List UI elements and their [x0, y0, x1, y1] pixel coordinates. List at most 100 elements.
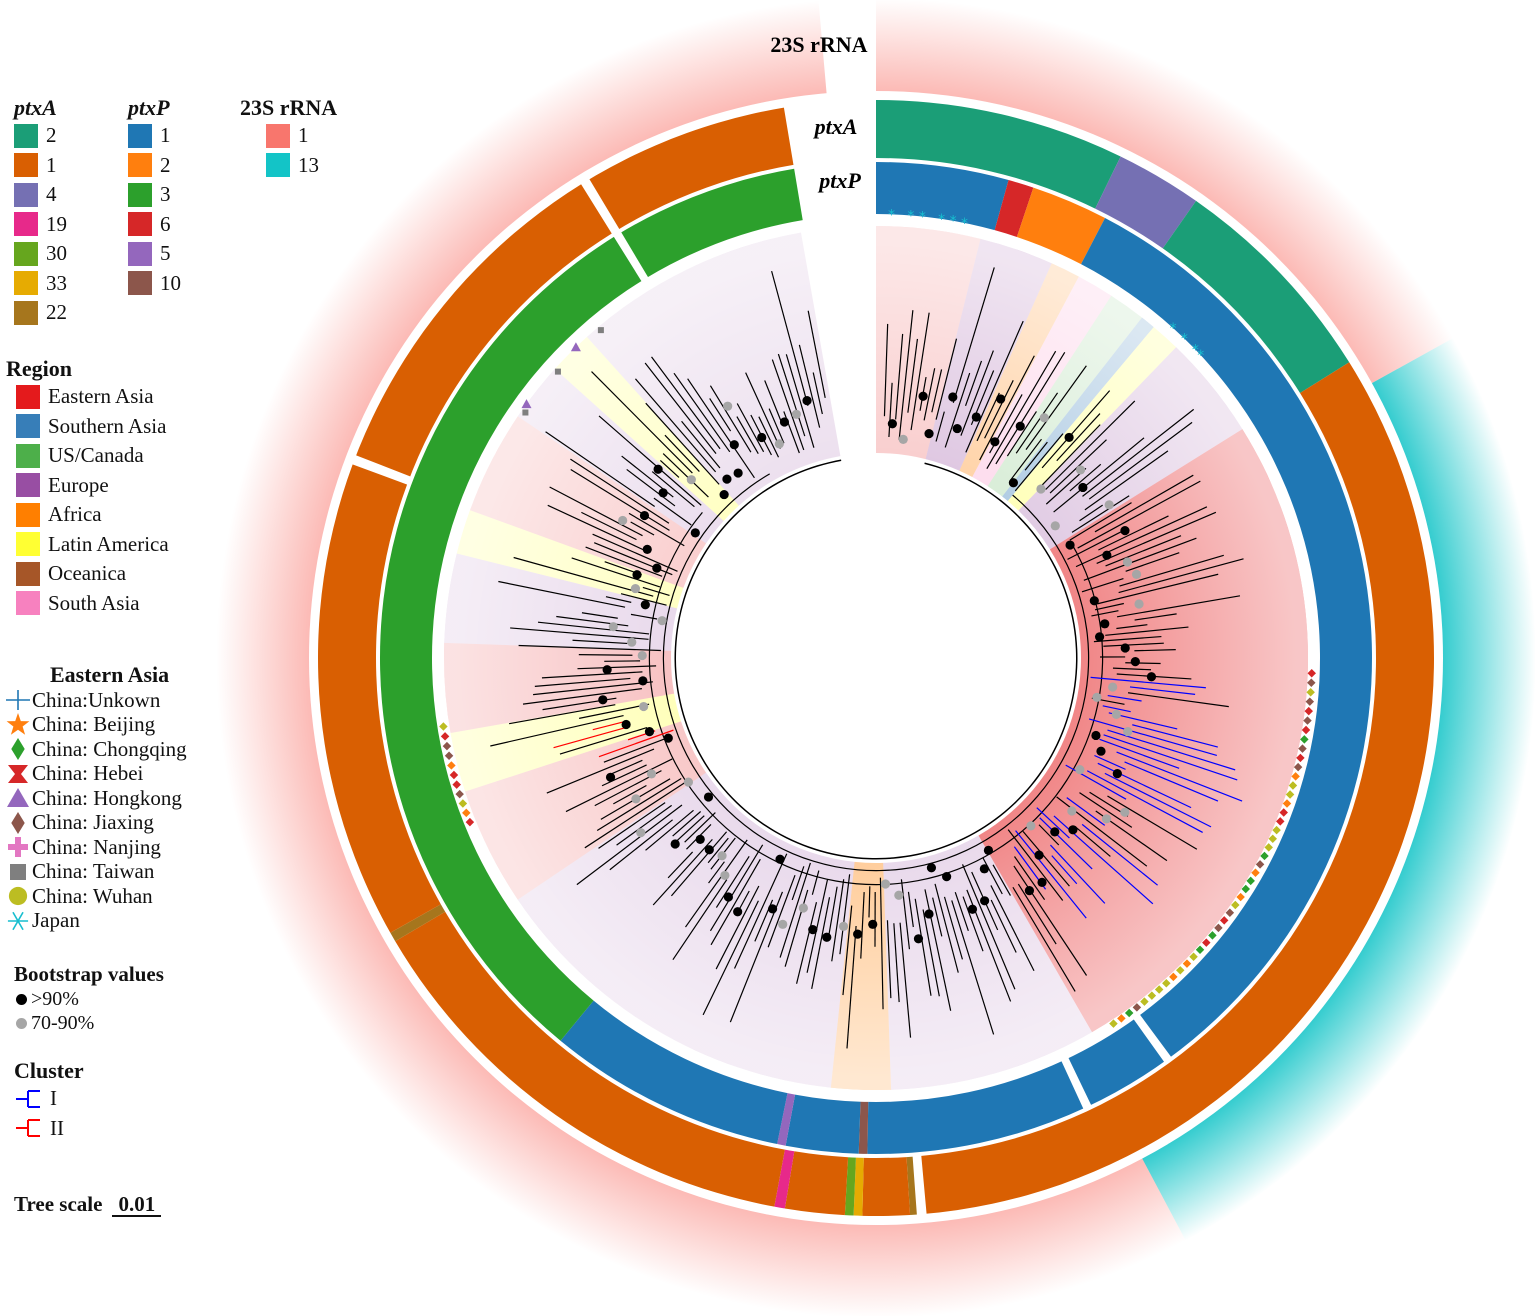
location-marker [1124, 1008, 1134, 1018]
location-marker [1260, 851, 1269, 861]
legend-item-label: China: Hebei [32, 761, 144, 786]
tree-branch [954, 891, 969, 932]
tree-branch [498, 580, 626, 608]
legend-item-label: 22 [46, 300, 67, 325]
tree-branch [935, 411, 945, 442]
tree-branch [642, 586, 670, 597]
bootstrap-node [1112, 769, 1122, 779]
ptxp-segment [1063, 1017, 1168, 1108]
tree-branch [598, 415, 702, 506]
tree-branch [1125, 662, 1161, 665]
legend-ptxa-title: ptxA [14, 95, 57, 120]
cluster-branch-icon [14, 1088, 44, 1110]
bootstrap-node [1026, 821, 1036, 831]
ring-label-ptxa: ptxA [813, 114, 858, 139]
location-marker [449, 770, 459, 780]
tree-branch [707, 837, 729, 864]
bootstrap-node [1102, 550, 1112, 560]
tree-branch [559, 727, 648, 755]
tree-branch [603, 735, 673, 763]
tree-branch [584, 782, 685, 849]
tree-branch [1075, 506, 1208, 568]
legend-item-label: China: Jiaxing [32, 810, 154, 835]
cross-icon [6, 688, 32, 712]
tree-branch [1094, 754, 1126, 770]
bootstrap-node [663, 733, 673, 743]
tree-branch [1022, 830, 1070, 887]
tree-branch [811, 897, 831, 989]
tree-branch [579, 703, 650, 719]
color-swatch [16, 384, 40, 409]
location-marker [1264, 843, 1273, 852]
tree-branch [577, 665, 657, 670]
color-swatch [128, 212, 152, 237]
tree-branch [630, 521, 655, 536]
tree-branch [1125, 552, 1180, 572]
asterisk-icon: * [888, 207, 895, 223]
bootstrap-node [990, 437, 1000, 447]
tree-branch [653, 497, 692, 526]
bootstrap-node [1091, 730, 1101, 741]
tree-branch [934, 883, 959, 973]
bootstrap-node [913, 934, 924, 944]
ring-gap [612, 230, 650, 283]
tree-branch [898, 310, 914, 440]
tree-branch [1069, 463, 1102, 492]
tree-branch [900, 879, 911, 950]
tree-branch [651, 471, 695, 508]
legend-item-label: China: Hongkong [32, 785, 182, 810]
tree-branch [709, 844, 764, 932]
location-marker [442, 741, 452, 751]
tree-branch [931, 369, 943, 413]
tree-branch [1132, 724, 1218, 748]
tree-branch [1041, 390, 1111, 469]
tree-branch [518, 644, 661, 652]
bootstrap-node [1094, 632, 1105, 642]
bootstrap-node [653, 464, 663, 474]
location-marker [1251, 868, 1260, 877]
ring-gap [1132, 1013, 1173, 1064]
legend-item-label: China: Nanjing [32, 834, 161, 859]
bootstrap-node [703, 792, 714, 802]
bootstrap-node [690, 528, 700, 538]
ring-gap [912, 1153, 927, 1217]
legend-item: Eastern Asia [16, 382, 169, 412]
tree-branch [553, 726, 628, 749]
bootstrap-node [695, 834, 705, 844]
tree-branch [764, 380, 783, 424]
legend-item: 1 [128, 121, 181, 151]
bootstrap-node [952, 423, 962, 434]
tree-branch [1009, 438, 1042, 481]
tree-branch [1107, 729, 1236, 771]
location-marker [444, 751, 454, 761]
tree-branch [673, 372, 731, 453]
tree-branch [1107, 795, 1198, 850]
tree-branch [907, 891, 914, 928]
bootstrap-node [598, 695, 608, 705]
bootstrap-node [1146, 672, 1157, 682]
location-marker [1225, 908, 1235, 917]
legend-item-label: 1 [298, 123, 309, 148]
legend-item: Europe [16, 471, 169, 501]
bootstrap-node [767, 904, 778, 914]
location-marker [1307, 678, 1316, 687]
tree-branch [681, 420, 721, 469]
tree-branch [1074, 825, 1111, 857]
legend-item: I [14, 1084, 84, 1114]
tree-branch [1094, 474, 1194, 533]
bootstrap-node [1108, 682, 1118, 692]
tree-branch [1077, 480, 1201, 549]
location-marker [1241, 884, 1250, 894]
bootstrap-node [618, 515, 628, 526]
tree-branch [659, 459, 680, 478]
tree-branch [1116, 624, 1148, 630]
triangle-icon [521, 399, 532, 409]
ptxa-segment [390, 904, 446, 942]
legend-item: 6 [128, 210, 181, 240]
bootstrap-node [838, 921, 849, 931]
location-marker [1140, 997, 1149, 1006]
legend-item-label: China: Taiwan [32, 859, 155, 884]
legend-region-title: Region [6, 356, 72, 381]
tree-branch [591, 371, 693, 474]
